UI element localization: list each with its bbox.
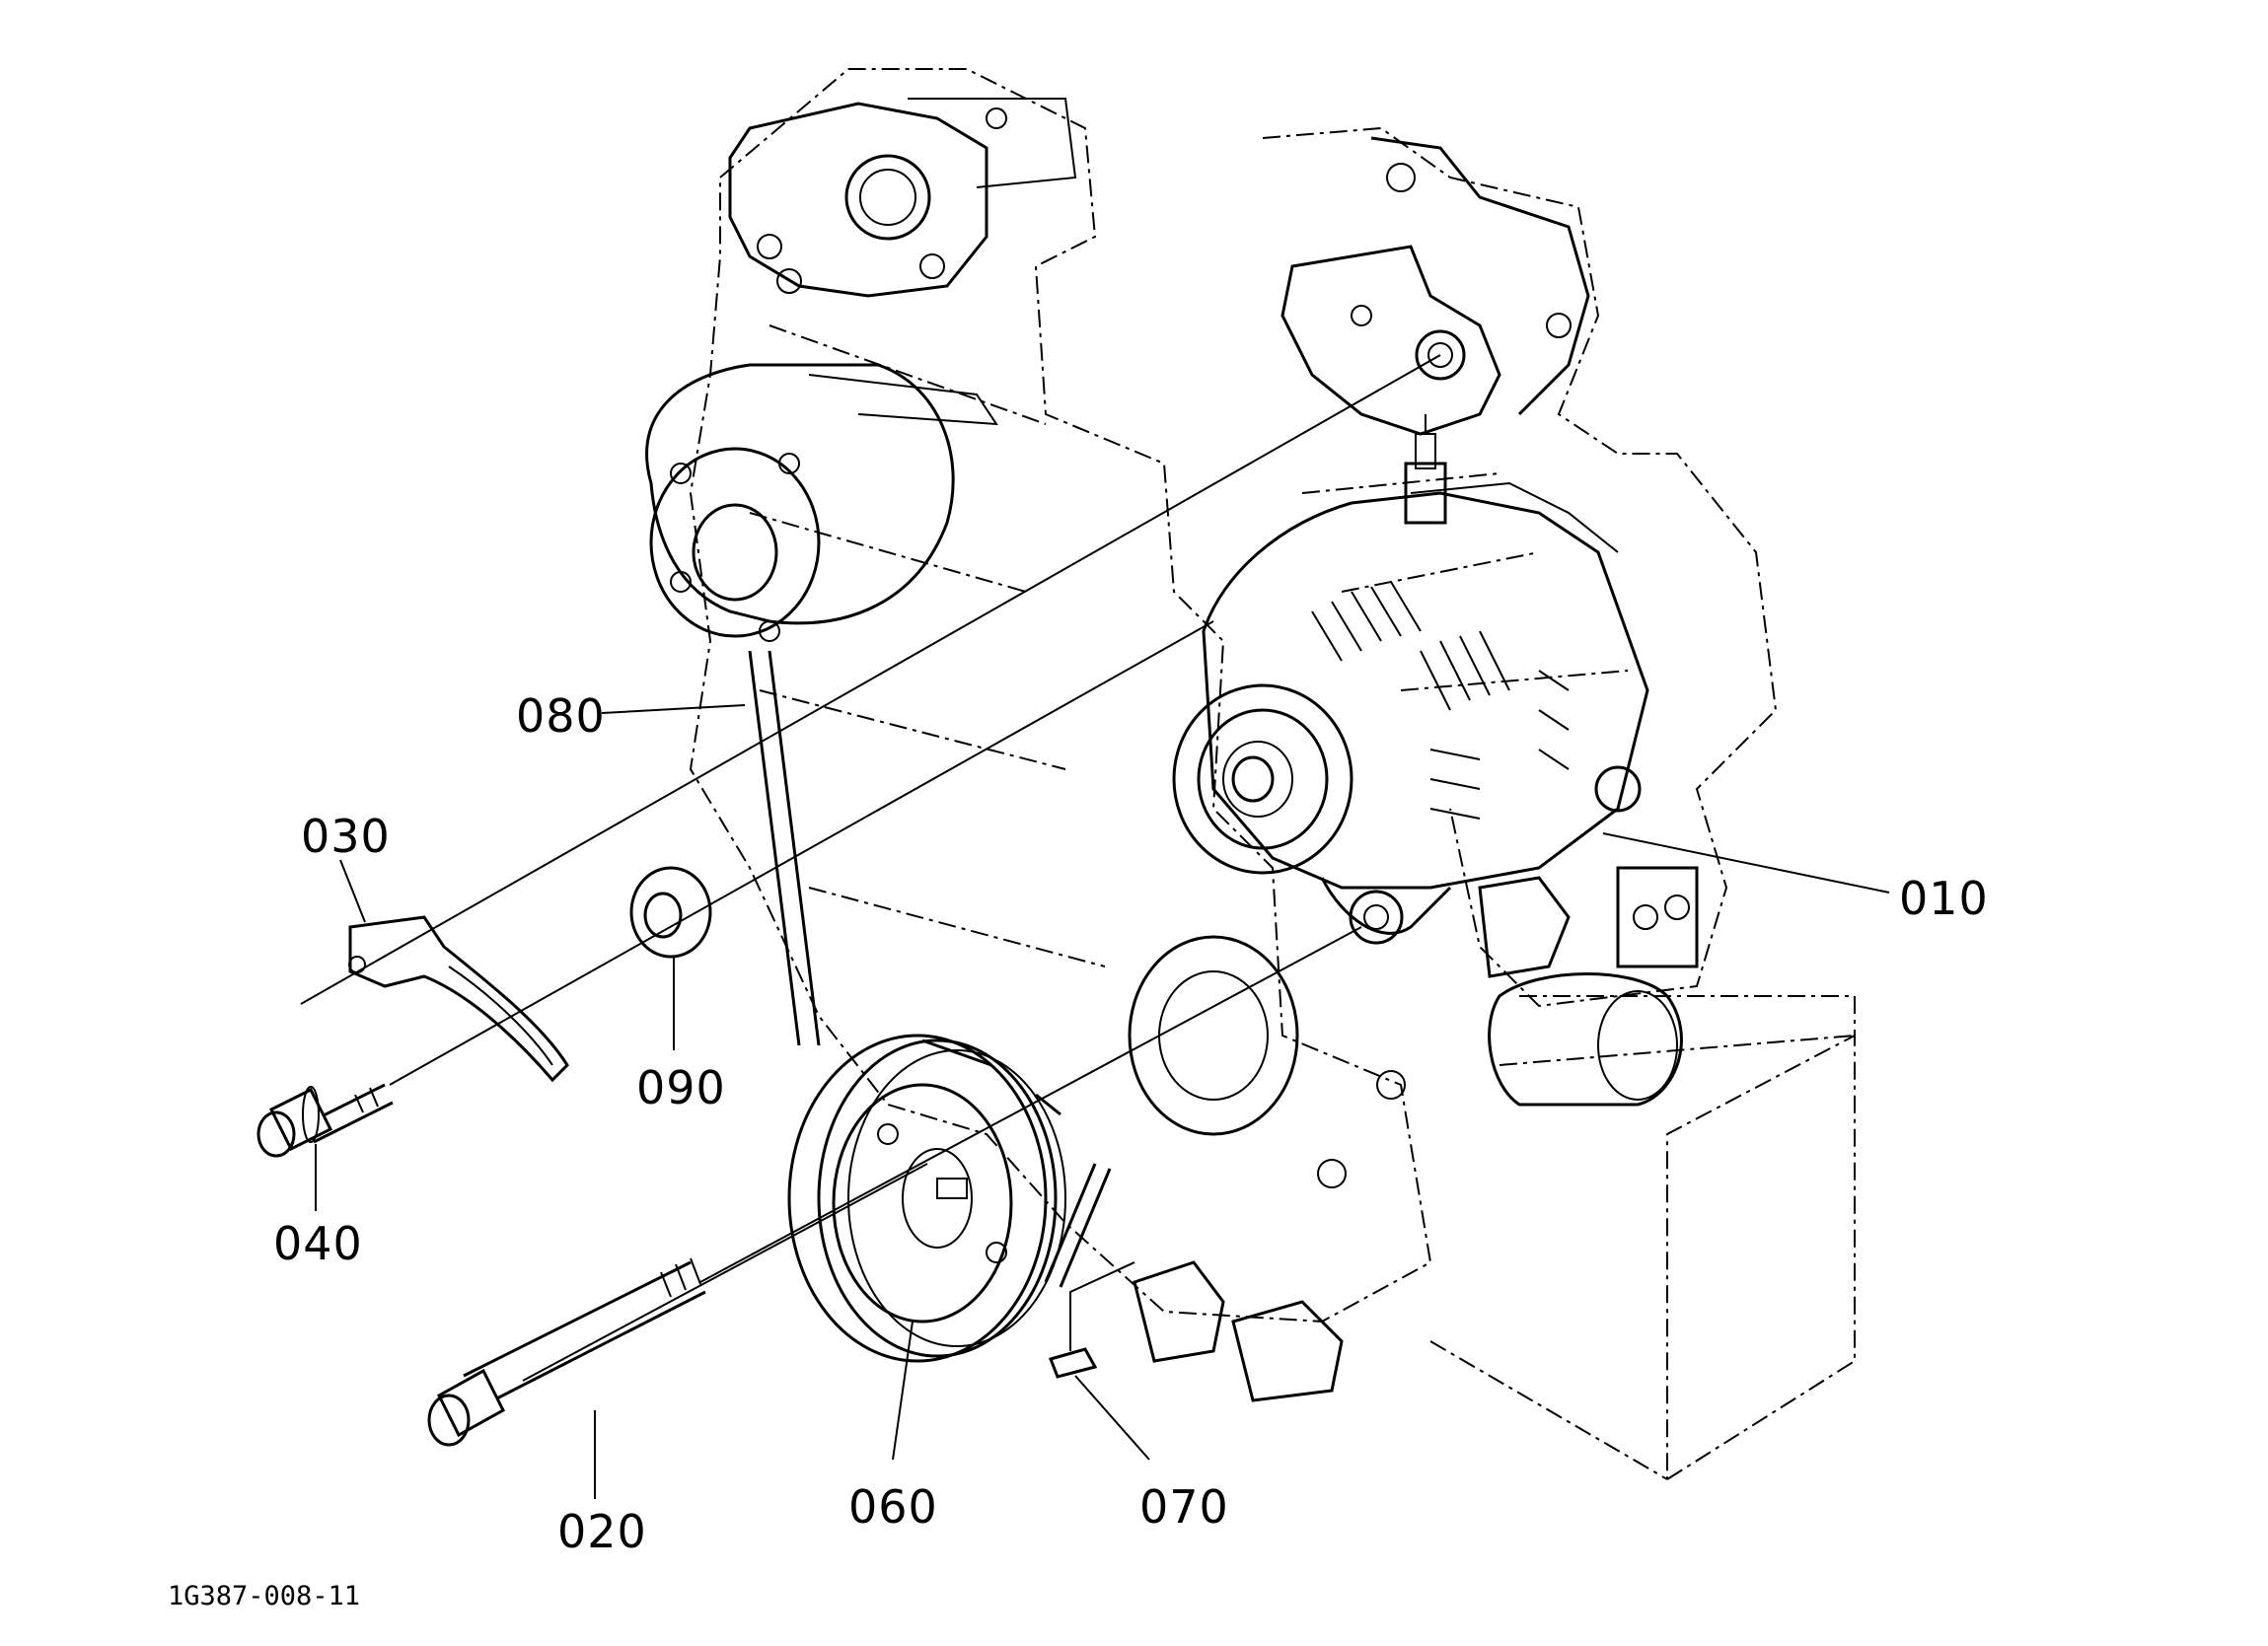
short-bolt: [256, 1083, 394, 1158]
callout-030: 030: [301, 810, 391, 863]
woodruff-key: [1049, 1347, 1098, 1379]
alternator-cooling-slots: [1311, 581, 1570, 820]
callout-090: 090: [636, 1061, 726, 1114]
drawing-number: 1G387-008-11: [168, 1581, 361, 1611]
leader-lines: [315, 704, 1890, 1499]
engine-front-cover: [1128, 866, 1699, 1402]
washer: [629, 866, 712, 959]
water-pump-pulley: [645, 363, 998, 642]
crankshaft-pulley: [787, 1034, 1066, 1363]
callout-060: 060: [848, 1480, 938, 1534]
alternator: [1172, 414, 1649, 945]
callout-020: 020: [557, 1505, 647, 1558]
callout-070: 070: [1139, 1480, 1229, 1534]
assembly-lines: [300, 354, 1441, 1382]
callout-010: 010: [1899, 872, 1989, 925]
callout-080: 080: [516, 689, 606, 743]
alternator-mount-bracket: [1280, 136, 1590, 436]
adjusting-bracket: [348, 915, 569, 1083]
thermostat-housing: [728, 98, 1077, 298]
long-bolt: [427, 1257, 706, 1447]
callout-040: 040: [273, 1217, 363, 1270]
